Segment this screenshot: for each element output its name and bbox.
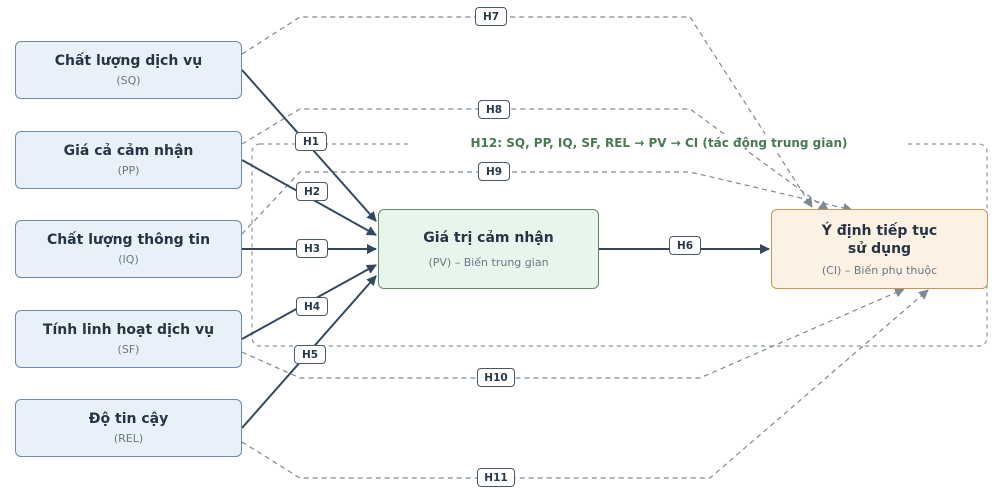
hypothesis-h8-label: H8 (478, 100, 510, 119)
construct-name: Chất lượng dịch vụ (54, 53, 203, 69)
hypothesis-h3-label: H3 (296, 239, 328, 258)
mediator-pv-box: Giá trị cảm nhận (PV) – Biến trung gian (378, 209, 599, 289)
outcome-name-line2: sử dụng (847, 240, 912, 257)
mediator-subtitle: (PV) – Biến trung gian (428, 255, 549, 269)
outcome-subtitle: (CI) – Biến phụ thuộc (821, 263, 938, 277)
construct-name: Chất lượng thông tin (46, 232, 211, 248)
construct-abbr: (IQ) (118, 253, 139, 266)
construct-rel-box: Độ tin cậy (REL) (15, 399, 242, 457)
hypothesis-h7-label: H7 (475, 7, 507, 26)
hypothesis-h4-label: H4 (296, 297, 328, 316)
hypothesis-h6-label: H6 (669, 236, 701, 255)
construct-abbr: (SF) (117, 343, 140, 356)
h8-path (241, 108, 829, 211)
hypothesis-h11-label: H11 (477, 468, 515, 487)
construct-iq-box: Chất lượng thông tin (IQ) (15, 220, 242, 278)
hypothesis-h9-label: H9 (478, 162, 510, 181)
construct-abbr: (PP) (117, 164, 140, 177)
h7-path (241, 16, 813, 208)
mediator-name: Giá trị cảm nhận (423, 229, 554, 246)
construct-name: Giá cả cảm nhận (63, 143, 194, 159)
construct-sf-box: Tính linh hoạt dịch vụ (SF) (15, 310, 242, 368)
h11-path (241, 289, 929, 479)
hypothesis-h1-label: H1 (295, 132, 327, 151)
construct-name: Độ tin cậy (88, 411, 169, 427)
hypothesis-h10-label: H10 (477, 368, 515, 387)
h10-path (241, 288, 905, 379)
construct-sq-box: Chất lượng dịch vụ (SQ) (15, 41, 242, 99)
hypothesis-h5-label: H5 (294, 345, 326, 364)
hypothesis-h2-label: H2 (296, 182, 328, 201)
construct-abbr: (SQ) (116, 74, 141, 87)
outcome-ci-box: Ý định tiếp tục sử dụng (CI) – Biến phụ … (771, 209, 988, 289)
outcome-name-line1: Ý định tiếp tục (821, 222, 938, 239)
mediation-note: H12: SQ, PP, IQ, SF, REL → PV → CI (tác … (410, 134, 908, 152)
construct-name: Tính linh hoạt dịch vụ (42, 322, 215, 338)
construct-pp-box: Giá cả cảm nhận (PP) (15, 131, 242, 189)
construct-abbr: (REL) (113, 432, 144, 445)
